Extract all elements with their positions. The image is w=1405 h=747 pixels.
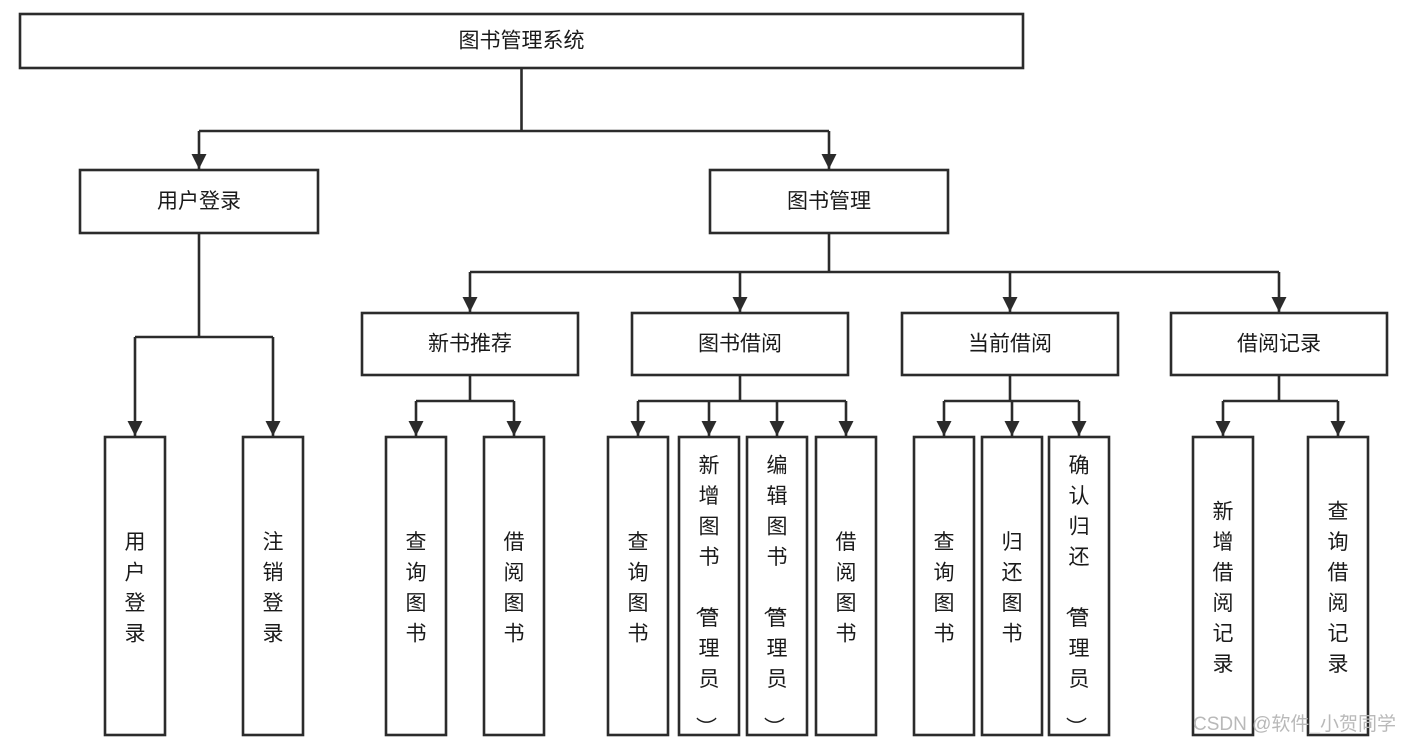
connector-group-root (191, 68, 837, 169)
arrow-head-icon (408, 421, 424, 436)
node-box-leaf-edit-book (745, 435, 809, 737)
arrow-head-icon (1330, 421, 1346, 436)
node-box-book-manage (708, 168, 950, 235)
node-borrow-record[interactable]: 借阅记录 (1169, 311, 1389, 377)
node-box-root (18, 12, 1025, 70)
connector-group-book-borrow (630, 375, 854, 436)
node-label-current-borrow: 当前借阅 (968, 333, 1052, 356)
arrow-head-icon (732, 297, 748, 312)
node-label-borrow-record: 借阅记录 (1237, 333, 1321, 356)
node-label-leaf-query-book-cur: 查询图书 (934, 531, 955, 646)
arrow-head-icon (630, 421, 646, 436)
node-book-manage[interactable]: 图书管理 (708, 168, 950, 235)
connector-layer (127, 68, 1346, 436)
node-box-borrow-record (1169, 311, 1389, 377)
node-box-leaf-logout (241, 435, 305, 737)
node-leaf-add-record[interactable]: 新增借阅记录 (1191, 435, 1255, 737)
node-label-leaf-add-record: 新增借阅记录 (1213, 500, 1234, 676)
node-leaf-borrow-book-rec[interactable]: 借阅图书 (482, 435, 546, 737)
node-label-leaf-query-record: 查询借阅记录 (1328, 500, 1349, 676)
node-leaf-query-book-cur[interactable]: 查询图书 (912, 435, 976, 737)
node-label-root: 图书管理系统 (459, 30, 585, 53)
node-box-leaf-query-book-cur (912, 435, 976, 737)
node-box-user-login (78, 168, 320, 235)
arrow-head-icon (1215, 421, 1231, 436)
node-box-new-book-rec (360, 311, 580, 377)
node-box-leaf-add-record (1191, 435, 1255, 737)
arrow-head-icon (821, 154, 837, 169)
node-box-leaf-borrow-book (814, 435, 878, 737)
node-label-new-book-rec: 新书推荐 (428, 333, 512, 356)
arrow-head-icon (506, 421, 522, 436)
node-label-leaf-borrow-book-rec: 借阅图书 (504, 531, 525, 646)
node-box-leaf-borrow-book-rec (482, 435, 546, 737)
node-box-leaf-query-book (606, 435, 670, 737)
node-leaf-user-login[interactable]: 用户登录 (103, 435, 167, 737)
node-box-current-borrow (900, 311, 1120, 377)
node-leaf-edit-book[interactable]: 编辑图书（管理员） (745, 435, 809, 738)
arrow-head-icon (769, 421, 785, 436)
node-box-leaf-user-login (103, 435, 167, 737)
node-leaf-logout[interactable]: 注销登录 (241, 435, 305, 737)
node-box-leaf-query-book-rec (384, 435, 448, 737)
node-label-leaf-logout: 注销登录 (263, 531, 284, 646)
arrow-head-icon (265, 421, 281, 436)
node-box-book-borrow (630, 311, 850, 377)
csdn-watermark: CSDN @软件_小贺同学 (1193, 713, 1396, 735)
connector-group-current-borrow (936, 375, 1087, 436)
arrow-head-icon (1004, 421, 1020, 436)
node-label-book-manage: 图书管理 (787, 190, 871, 213)
node-leaf-add-book[interactable]: 新增图书（管理员） (677, 435, 741, 738)
node-box-leaf-query-record (1306, 435, 1370, 737)
arrow-head-icon (1071, 421, 1087, 436)
arrow-head-icon (701, 421, 717, 436)
node-box-leaf-return-book (980, 435, 1044, 737)
node-leaf-confirm-return[interactable]: 确认归还（管理员） (1047, 435, 1111, 738)
node-label-leaf-edit-book: 编辑图书（管理员） (762, 455, 788, 738)
node-book-borrow[interactable]: 图书借阅 (630, 311, 850, 377)
arrow-head-icon (838, 421, 854, 436)
connector-group-book-manage (462, 233, 1287, 312)
arrow-head-icon (936, 421, 952, 436)
node-leaf-query-book-rec[interactable]: 查询图书 (384, 435, 448, 737)
arrow-head-icon (1002, 297, 1018, 312)
node-label-leaf-add-book: 新增图书（管理员） (694, 455, 720, 738)
arrow-head-icon (127, 421, 143, 436)
arrow-head-icon (191, 154, 207, 169)
connector-group-new-book-rec (408, 375, 522, 436)
node-box-leaf-confirm-return (1047, 435, 1111, 737)
node-root[interactable]: 图书管理系统 (18, 12, 1025, 70)
node-label-leaf-borrow-book: 借阅图书 (836, 531, 857, 646)
node-label-leaf-confirm-return: 确认归还（管理员） (1064, 455, 1090, 738)
node-label-user-login: 用户登录 (157, 190, 241, 213)
connector-group-user-login (127, 233, 281, 436)
node-user-login[interactable]: 用户登录 (78, 168, 320, 235)
node-label-leaf-query-book-rec: 查询图书 (406, 531, 427, 646)
node-leaf-query-record[interactable]: 查询借阅记录 (1306, 435, 1370, 737)
arrow-head-icon (1271, 297, 1287, 312)
node-leaf-query-book[interactable]: 查询图书 (606, 435, 670, 737)
node-new-book-rec[interactable]: 新书推荐 (360, 311, 580, 377)
node-box-leaf-add-book (677, 435, 741, 737)
node-leaf-borrow-book[interactable]: 借阅图书 (814, 435, 878, 737)
connector-group-borrow-record (1215, 375, 1346, 436)
node-label-book-borrow: 图书借阅 (698, 333, 782, 356)
node-leaf-return-book[interactable]: 归还图书 (980, 435, 1044, 737)
node-layer: 图书管理系统用户登录图书管理新书推荐图书借阅当前借阅借阅记录用户登录注销登录查询… (18, 12, 1389, 738)
node-label-leaf-return-book: 归还图书 (1002, 531, 1023, 646)
node-current-borrow[interactable]: 当前借阅 (900, 311, 1120, 377)
arrow-head-icon (462, 297, 478, 312)
node-label-leaf-query-book: 查询图书 (628, 531, 649, 646)
node-label-leaf-user-login: 用户登录 (125, 531, 146, 646)
